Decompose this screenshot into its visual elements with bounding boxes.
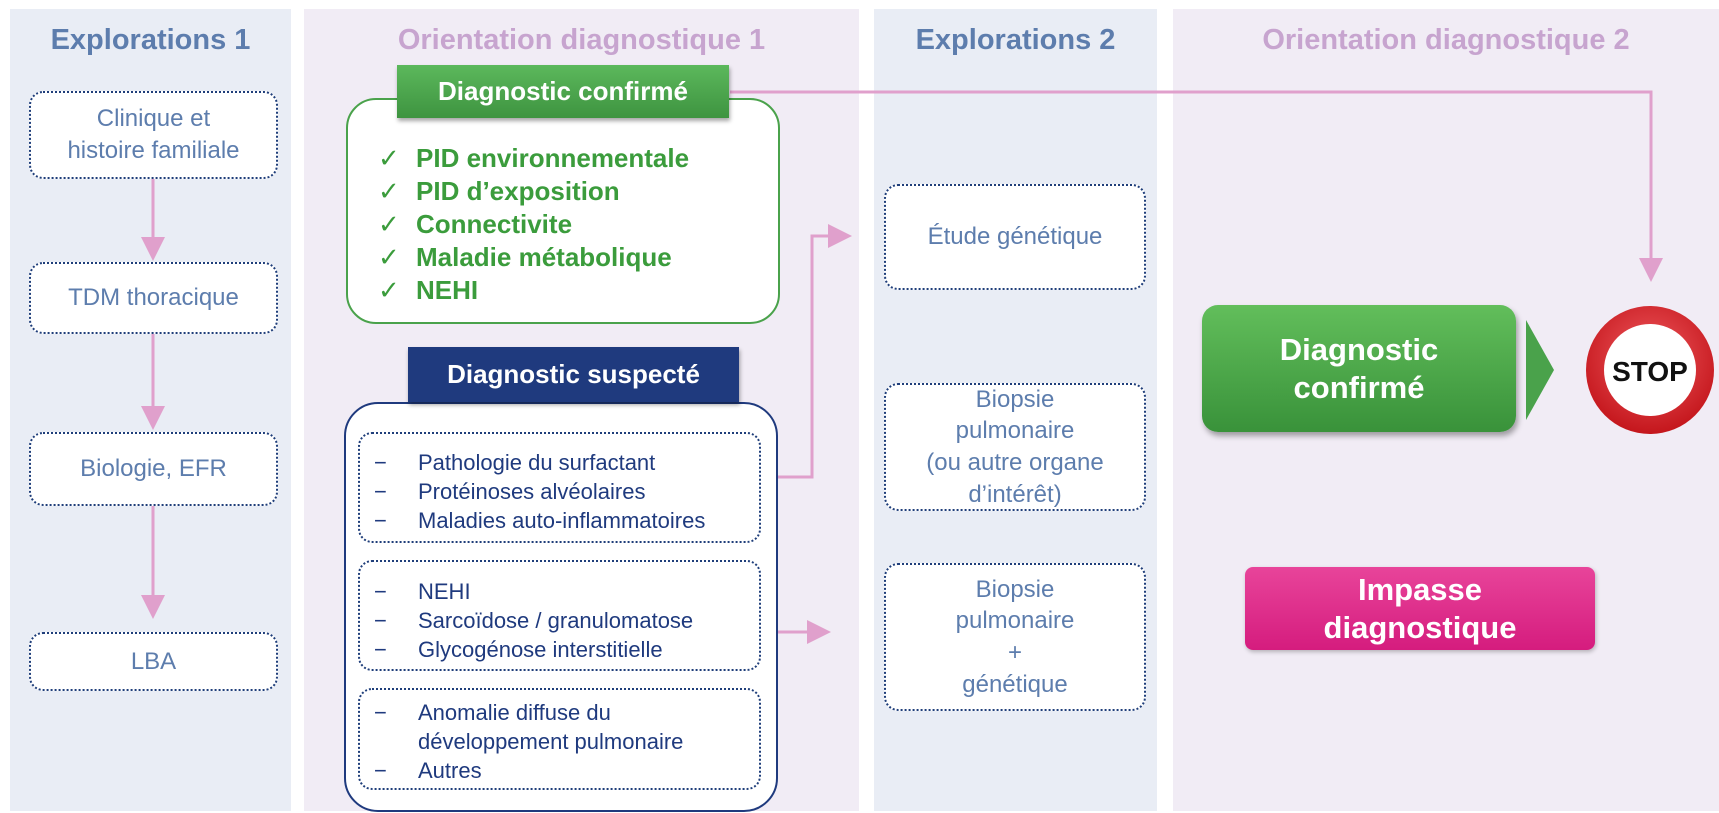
exploration-step-label: Étude génétique	[927, 223, 1103, 251]
suspected-subgroup-1: −Pathologie du surfactant −Protéinoses a…	[358, 432, 761, 543]
column-title-orientation-1: Orientation diagnostique 1	[397, 24, 766, 56]
suspected-diagnosis-label: Diagnostic suspecté	[408, 347, 739, 402]
check-icon: ✓	[378, 209, 400, 239]
suspected-item: −Protéinoses alvéolaires	[374, 479, 646, 504]
arrow-confirmed-to-stop	[730, 90, 1663, 282]
check-icon: ✓	[378, 176, 400, 206]
exploration2-step-biopsie-genetique: Biopsie pulmonaire + génétique	[884, 563, 1146, 711]
suspected-item: −Sarcoïdose / granulomatose	[374, 608, 694, 633]
arrow-suspected-to-genetics	[760, 224, 852, 479]
column-title-explorations-2: Explorations 2	[915, 24, 1116, 56]
confirmed-diagnosis-label: Diagnostic confirmé	[397, 65, 729, 118]
outcome-impasse-box: Impasse diagnostique	[1245, 567, 1595, 650]
exploration-step-tdm: TDM thoracique	[29, 262, 278, 334]
outcome-confirmed-box: Diagnostic confirmé	[1202, 305, 1516, 432]
suspected-item: −Anomalie diffuse du développement pulmo…	[374, 700, 684, 754]
confirmed-item: ✓PID environnementale	[378, 143, 690, 173]
confirmed-diagnosis-list: ✓PID environnementale ✓PID d’exposition …	[378, 142, 689, 307]
exploration-step-label: TDM thoracique	[68, 284, 239, 312]
exploration2-step-biopsie: Biopsie pulmonaire (ou autre organe d’in…	[884, 383, 1146, 511]
suspected-subgroup-2: −NEHI −Sarcoïdose / granulomatose −Glyco…	[358, 560, 761, 671]
column-title-explorations-1: Explorations 1	[50, 24, 251, 56]
confirmed-item: ✓Maladie métabolique	[378, 242, 672, 272]
suspected-subgroup-3: −Anomalie diffuse du développement pulmo…	[358, 688, 761, 790]
confirmed-item: ✓NEHI	[378, 275, 479, 305]
suspected-item: −Pathologie du surfactant	[374, 450, 656, 475]
confirmed-item: ✓Connectivite	[378, 209, 573, 239]
confirmed-diagnosis-group	[346, 98, 780, 324]
exploration-step-label: Biopsie pulmonaire (ou autre organe d’in…	[926, 385, 1104, 508]
exploration-step-lba: LBA	[29, 632, 278, 691]
exploration-step-clinique: Clinique et histoire familiale	[29, 91, 278, 179]
check-icon: ✓	[378, 242, 400, 272]
check-icon: ✓	[378, 143, 400, 173]
suspected-item: −Autres	[374, 758, 482, 783]
suspected-item: −Glycogénose interstitielle	[374, 637, 663, 662]
exploration-step-label: Clinique et histoire familiale	[67, 105, 240, 164]
outcome-confirmed-label: Diagnostic confirmé	[1279, 331, 1439, 405]
stop-sign-icon: STOP	[1586, 306, 1714, 434]
column-title-orientation-2: Orientation diagnostique 2	[1262, 24, 1630, 56]
exploration2-step-genetique: Étude génétique	[884, 184, 1146, 290]
outcome-impasse-label: Impasse diagnostique	[1323, 571, 1517, 645]
exploration-step-label: LBA	[130, 647, 177, 675]
triangle-arrow-icon	[1526, 320, 1554, 420]
suspected-item: −Maladies auto-inflammatoires	[374, 508, 706, 533]
exploration-step-label: Biopsie pulmonaire + génétique	[955, 575, 1075, 698]
check-icon: ✓	[378, 275, 400, 305]
stop-sign-text: STOP	[1612, 356, 1688, 387]
suspected-item: −NEHI	[374, 579, 471, 604]
exploration-step-label: Biologie, EFR	[80, 455, 227, 483]
confirmed-item: ✓PID d’exposition	[378, 176, 620, 206]
exploration-step-biologie: Biologie, EFR	[29, 432, 278, 506]
